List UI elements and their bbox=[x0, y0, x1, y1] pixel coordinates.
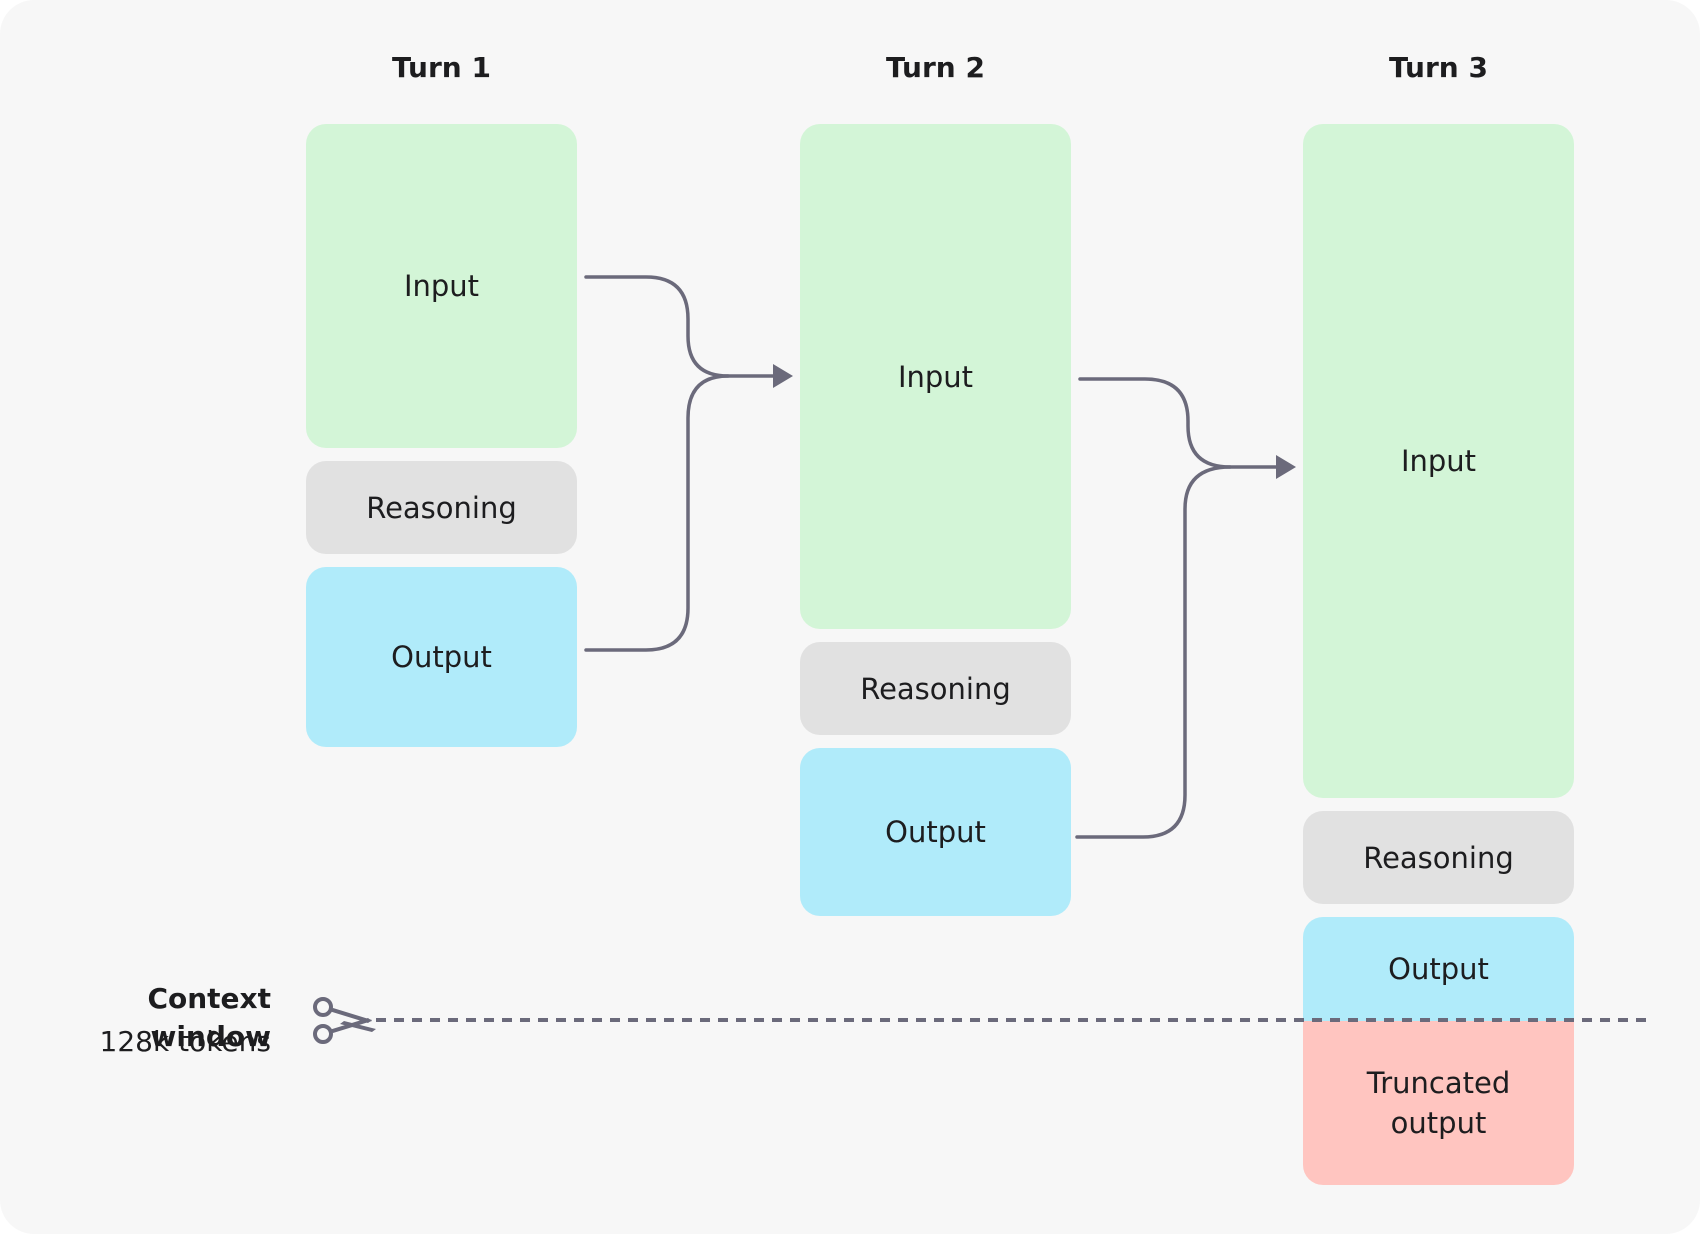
turn-1-output-label: Output bbox=[391, 640, 492, 674]
turn-2-input-block: Input bbox=[800, 124, 1071, 629]
turn-3-reasoning-label: Reasoning bbox=[1363, 840, 1514, 875]
context-window-limit: 128k tokens bbox=[99, 1025, 271, 1058]
context-window-title: Context window bbox=[147, 982, 271, 1053]
turn-2-input-label: Input bbox=[897, 359, 974, 394]
scissors-icon bbox=[313, 997, 376, 1044]
turn-3-output-block: Output bbox=[1303, 917, 1574, 1021]
turn-2-output-label: Output bbox=[885, 815, 986, 849]
turn-3-input-block: Input bbox=[1303, 124, 1574, 798]
turn-3-truncated-output-block: Truncated output bbox=[1303, 1021, 1574, 1185]
turn-1-label: Turn 1 bbox=[392, 51, 491, 84]
turn-3-output-label: Output bbox=[1388, 952, 1489, 986]
turn-1-input-block: Input bbox=[306, 124, 577, 448]
turn-3-input-label: Input bbox=[1400, 444, 1477, 478]
turn-1-reasoning-block: Reasoning bbox=[306, 461, 577, 554]
turn-1-input-label: Input bbox=[403, 269, 480, 303]
turn-3-truncated-output-label: Truncated output bbox=[1366, 1066, 1511, 1140]
turn-3-label: Turn 3 bbox=[1389, 51, 1488, 84]
turn-2-reasoning-block: Reasoning bbox=[800, 642, 1071, 735]
turn-2-output-block: Output bbox=[800, 748, 1071, 916]
turn-1-output-block: Output bbox=[306, 567, 577, 747]
turn-2-reasoning-label: Reasoning bbox=[860, 671, 1011, 706]
turn-2-label: Turn 2 bbox=[886, 51, 985, 84]
turn-3-reasoning-block: Reasoning bbox=[1303, 811, 1574, 904]
turn-1-reasoning-label: Reasoning bbox=[366, 490, 517, 525]
